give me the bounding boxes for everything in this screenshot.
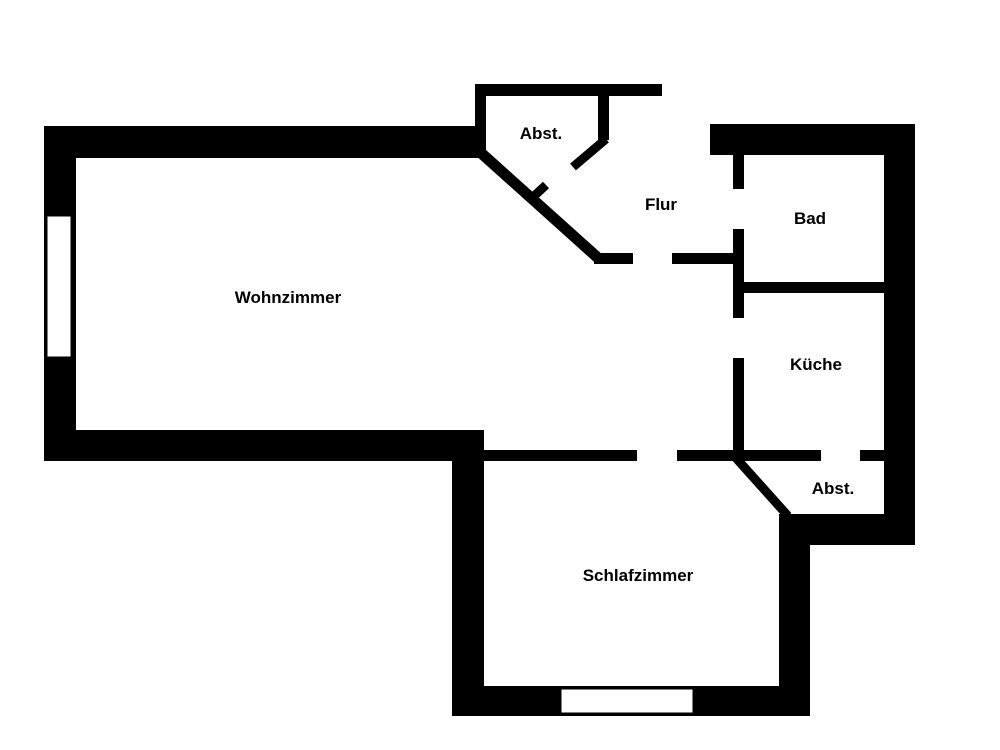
- wall-storage-bottom-diagonal: [732, 454, 792, 520]
- wall-bed-top-1: [484, 450, 637, 461]
- wall-kitchen-left: [733, 358, 744, 461]
- wall-storage-diagonal: [476, 147, 602, 263]
- wall-storage-door-leaf: [570, 135, 609, 171]
- label-bad: Bad: [794, 209, 826, 228]
- wall-living-top: [44, 126, 484, 158]
- wall-right-outer: [884, 124, 915, 545]
- wall-storage-top: [475, 84, 662, 96]
- room-labels: Wohnzimmer Schlafzimmer Flur Bad Küche A…: [235, 124, 854, 585]
- windows: [46, 215, 694, 714]
- window-bedroom: [560, 688, 694, 714]
- wall-bath-top: [710, 124, 915, 155]
- wall-hall-2: [672, 253, 740, 264]
- label-abst-bottom: Abst.: [812, 479, 855, 498]
- wall-storage-stub: [529, 181, 550, 201]
- wall-hall-1: [594, 253, 633, 264]
- wall-bedroom-right: [779, 514, 810, 716]
- outer-walls: [44, 124, 915, 716]
- wall-storage-inner: [598, 84, 609, 140]
- interior-walls: [484, 155, 884, 461]
- wall-bath-left-lower: [733, 229, 744, 318]
- storage-top-walls: [475, 84, 662, 263]
- wall-bed-top-2: [677, 450, 821, 461]
- wall-living-bottom: [44, 430, 484, 461]
- label-kueche: Küche: [790, 355, 842, 374]
- label-flur: Flur: [645, 195, 677, 214]
- wall-bed-top-3: [860, 450, 884, 461]
- label-abst-top: Abst.: [520, 124, 563, 143]
- label-schlafzimmer: Schlafzimmer: [583, 566, 694, 585]
- wall-bedroom-left: [452, 430, 484, 716]
- wall-bath-kitchen: [733, 282, 884, 293]
- window-living: [46, 215, 72, 358]
- wall-storage-left: [475, 84, 486, 158]
- label-wohnzimmer: Wohnzimmer: [235, 288, 342, 307]
- wall-bath-left-upper: [733, 155, 744, 189]
